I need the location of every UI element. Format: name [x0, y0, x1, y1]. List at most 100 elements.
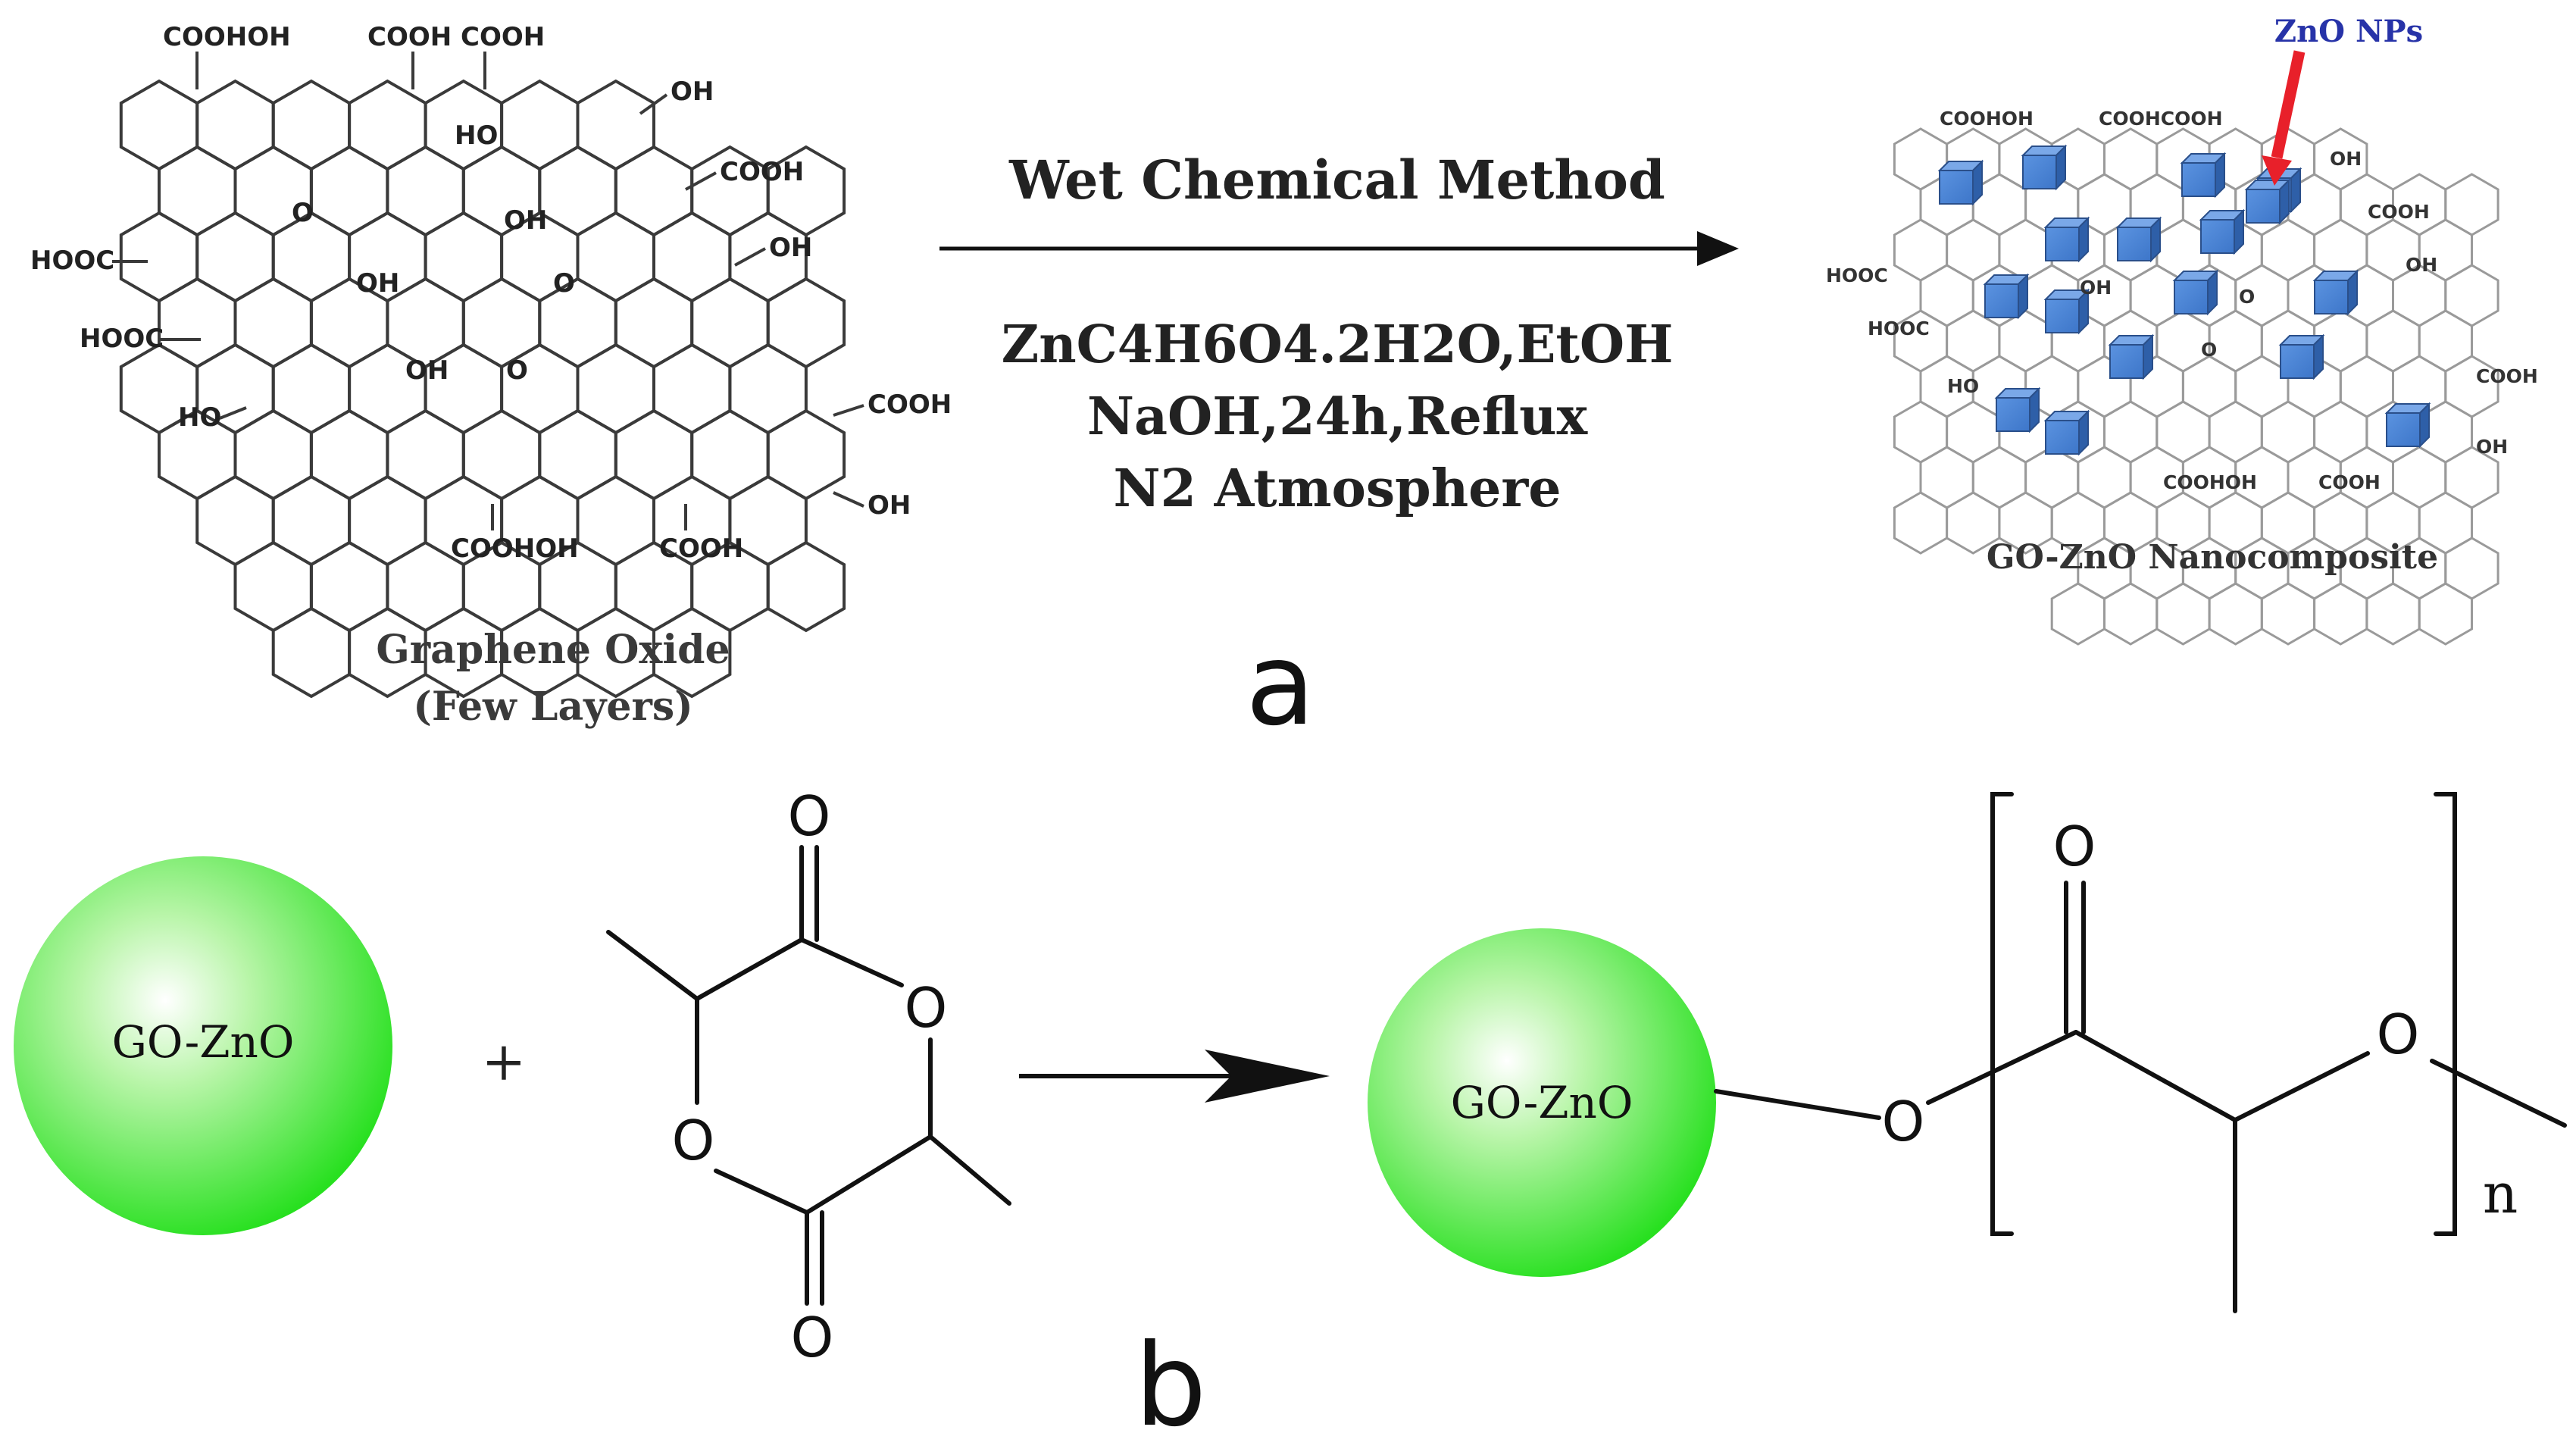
hex-ring [1946, 218, 2001, 282]
hex-ring [348, 474, 427, 567]
hex-ring [728, 343, 808, 435]
go-group-cooh-bottom: COOH [659, 534, 743, 564]
go-group-ho-left: HO [178, 402, 221, 433]
zno-nps-label: ZnO NPs [2274, 14, 2423, 49]
zno-cube-front [1939, 170, 1974, 205]
graphene-oxide-name-line2: (Few Layers) [413, 684, 692, 730]
hex-ring [2418, 582, 2473, 646]
hex-ring [2156, 400, 2211, 464]
go-epoxide-o-2: O [553, 268, 575, 299]
go-zno-nanocomposite-name: GO-ZnO Nanocomposite [1987, 538, 2438, 577]
hex-ring [2444, 264, 2499, 327]
go-group-oh-inner-2: OH [356, 268, 399, 299]
pla-carbonyl-o: O [2053, 815, 2096, 878]
go-zno-sphere-right-label: GO-ZnO [1451, 1077, 1633, 1128]
hex-ring [271, 606, 352, 699]
hex-ring [1919, 264, 1974, 327]
zno-cube-front [2280, 344, 2315, 379]
zno-cube-front [2022, 155, 2057, 189]
pla-ester-o: O [2377, 1003, 2420, 1066]
hex-ring [2313, 582, 2368, 646]
go-group-oh-right-2: OH [868, 490, 911, 521]
gozno-group-oh-top-right: OH [2330, 148, 2362, 170]
hex-ring [576, 211, 655, 303]
panel-label-a: a [1246, 619, 1315, 751]
hex-ring [690, 277, 770, 369]
hex-ring [119, 211, 199, 303]
hex-ring [2156, 582, 2211, 646]
graphene-oxide-name-line1: Graphene Oxide [376, 627, 730, 673]
hex-ring [614, 408, 694, 501]
gozno-group-hooc-1: HOOC [1826, 264, 1888, 286]
gozno-group-cooh-right-2: COOH [2476, 365, 2538, 387]
hex-ring [538, 277, 617, 369]
lactide-carbonyl-o-bottom: O [791, 1306, 834, 1369]
zno-cube-front [2045, 299, 2080, 333]
zno-cube-front [1984, 283, 2019, 318]
go-group-oh-inner-3: OH [405, 355, 449, 386]
conditions-line1: ZnC4H6O4.2H2O,EtOH [1002, 314, 1674, 375]
hex-ring [614, 145, 694, 237]
hex-ring [2365, 309, 2421, 373]
hex-ring [386, 408, 465, 501]
hex-ring [1998, 218, 2053, 282]
go-zno-sphere-right-ball [1368, 928, 1716, 1277]
hex-ring [2339, 355, 2394, 418]
zno-cube-front [2200, 219, 2235, 254]
conditions-line2: NaOH,24h,Reflux [1087, 386, 1588, 447]
conditions-line3: N2 Atmosphere [1113, 458, 1561, 519]
hex-ring [424, 211, 504, 303]
hex-ring [1971, 446, 2027, 509]
reaction-arrow-b-head [1205, 1050, 1330, 1103]
zno-cube-front [2045, 227, 2080, 261]
zno-cube-front [2181, 162, 2216, 197]
hex-ring [1893, 218, 1949, 282]
zno-cube-front [2386, 412, 2421, 447]
graphene-oxide-structure: COOHOH COOH COOH OH HO COOH OH OH HOOC O… [30, 22, 952, 730]
go-group-oh-top-right: OH [671, 77, 714, 107]
hex-ring [766, 277, 846, 369]
hex-ring [2208, 400, 2263, 464]
reaction-arrow-b [1019, 1050, 1330, 1103]
hex-ring [766, 540, 846, 633]
hex-ring [233, 540, 313, 633]
hex-ring [2024, 446, 2080, 509]
hex-ring [690, 408, 770, 501]
hex-ring [652, 343, 732, 435]
hex-ring [576, 474, 655, 567]
go-zno-sphere-right: GO-ZnO [1368, 928, 1716, 1277]
gozno-epoxide-o-2: O [2201, 339, 2217, 361]
hex-ring [2103, 127, 2159, 191]
hex-ring [576, 79, 655, 171]
zno-pointer-arrow-shaft [2271, 50, 2306, 159]
hex-ring [652, 211, 732, 303]
hex-ring [2392, 446, 2447, 509]
hex-ring [614, 277, 694, 369]
hex-ring [271, 474, 352, 567]
gozno-group-hooc-2: HOOC [1868, 318, 1930, 340]
panel-b: GO-ZnO + O O O O [14, 784, 2567, 1452]
hex-ring [158, 145, 237, 237]
go-zno-sphere-left-ball [14, 856, 392, 1235]
hex-ring [2103, 400, 2159, 464]
gozno-group-cooh-bottom: COOH [2318, 471, 2381, 493]
hex-ring [461, 408, 542, 501]
hex-ring [538, 408, 617, 501]
hex-ring [348, 79, 427, 171]
hex-ring [1998, 309, 2053, 373]
hex-ring [271, 343, 352, 435]
hex-ring [461, 277, 542, 369]
panel-label-b: b [1134, 1320, 1206, 1452]
hex-ring [766, 408, 846, 501]
go-epoxide-o-3: O [506, 355, 528, 386]
graphene-oxide-hex-lattice [119, 79, 846, 699]
repeat-unit-n: n [2483, 1162, 2518, 1225]
gozno-group-ho-left: HO [1947, 375, 1979, 397]
zno-cube-front [2109, 344, 2144, 379]
hex-ring [233, 277, 313, 369]
zno-cube-front [2174, 280, 2209, 314]
hex-ring [576, 343, 655, 435]
gozno-group-oh-inner: OH [2080, 277, 2112, 299]
hex-ring [2208, 309, 2263, 373]
hex-ring [195, 79, 275, 171]
